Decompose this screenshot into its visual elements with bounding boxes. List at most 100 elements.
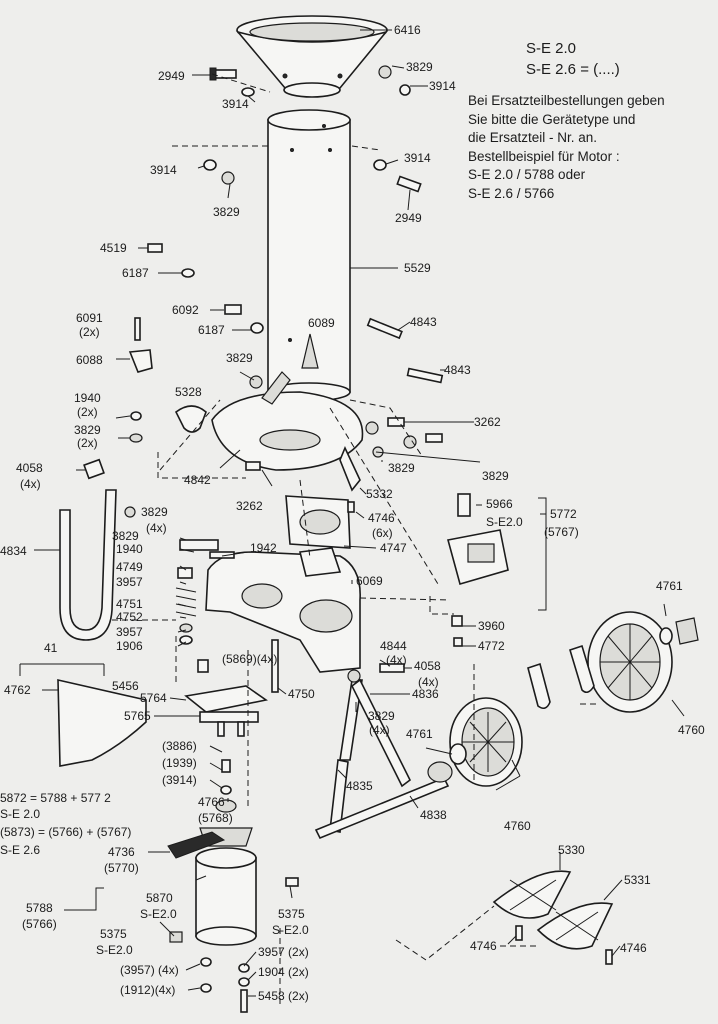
part-label-6089: 6089 [308,316,335,330]
part-label-3262b: 3262 [236,499,263,513]
part-label-1912: (1912)(4x) [120,983,175,997]
ordering-note-line: Bestellbeispiel für Motor : [468,148,620,164]
part-label-5788: 5788 [26,901,53,915]
part-label-4844: 4844 [380,639,407,653]
part-label-5768: (5768) [198,811,233,825]
part-label-3914b: 3914 [429,79,456,93]
part-label-3829f: 3829 [482,469,509,483]
part-label-4772: 4772 [478,639,505,653]
wheel-4760-front [449,697,523,787]
part-label-3914c: 3914 [150,163,177,177]
part-label-1906: 1906 [116,639,143,653]
part-label-5767: (5767) [544,525,579,539]
motor-5788 [167,759,299,1013]
part-label-5331: 5331 [624,873,651,887]
part-label-6187b: 6187 [198,323,225,337]
part-label-4750: 4750 [288,687,315,701]
part-label-4058b: 4058 [414,659,441,673]
part-label-4762: 4762 [4,683,31,697]
part-label-5328: 5328 [175,385,202,399]
part-label-1940a: 1940 [74,391,101,405]
part-label-4844q: (4x) [386,653,407,667]
part-label-1940q: (2x) [77,405,98,419]
part-label-2949a: 2949 [158,69,185,83]
part-label-4766: 4766 [198,795,225,809]
part-label-5332: 5332 [366,487,393,501]
part-label-5966s: S-E2.0 [486,515,523,529]
part-label-5966: 5966 [486,497,513,511]
part-label-6091: 6091 [76,311,103,325]
part-label-4835: 4835 [346,779,373,793]
part-label-3829iq: (4x) [369,723,390,737]
part-label-3957a: 3957 [116,575,143,589]
part-label-3829a: 3829 [406,60,433,74]
part-label-3262a: 3262 [474,415,501,429]
part-label-5766: (5766) [22,917,57,931]
part-label-3957c: 3957 (2x) [258,945,309,959]
handle-4834 [59,458,136,641]
spring-assembly-4751 [175,539,235,645]
ordering-note: Bei Ersatzteilbestellungen geben Sie bit… [468,92,708,203]
ordering-note-line: S-E 2.6 / 5766 [468,185,555,201]
part-label-3829h: 3829 [112,529,139,543]
model-line-se20: S-E 2.0 [526,40,577,57]
part-label-6092: 6092 [172,303,199,317]
part-label-3957b: 3957 [116,625,143,639]
part-label-4058a: 4058 [16,461,43,475]
ordering-note-line: Sie bitte die Gerätetype und [468,111,636,127]
part-label-5870: 5870 [146,891,173,905]
part-label-4843b: 4843 [444,363,471,377]
ordering-note-line: Bei Ersatzteilbestellungen geben [468,93,665,108]
part-label-4834: 4834 [0,544,27,558]
cover-4762 [57,678,147,767]
part-label-3829e: 3829 [388,461,415,475]
part-label-4746a: 4746 [368,511,395,525]
ordering-note-line: S-E 2.0 / 5788 oder [468,167,586,182]
part-label-5765: 5765 [124,709,151,723]
part-label-se26: S-E 2.6 [0,843,40,857]
part-label-4746b: 4746 [470,939,497,953]
part-label-3914e: (3914) [162,773,197,787]
feed-tube-5529 [267,109,351,402]
part-label-3829d: 3829 [74,423,101,437]
hopper-funnel-6416 [235,15,389,98]
part-label-3886: (3886) [162,739,197,753]
blade-5330 [492,870,572,941]
part-label-4761a: 4761 [656,579,683,593]
wheel-4760-rear [587,611,699,713]
part-label-5869: (5869)(4x) [222,652,277,666]
part-label-4760a: 4760 [678,723,705,737]
part-label-4519: 4519 [100,241,127,255]
part-label-4836: 4836 [412,687,439,701]
part-label-5375b: 5375 [100,927,127,941]
part-label-3829dq: (2x) [77,436,98,450]
part-label-5375a: 5375 [278,907,305,921]
part-label-5456: 5456 [112,679,139,693]
part-label-3957d: (3957) (4x) [120,963,179,977]
part-label-1939: (1939) [162,756,197,770]
part-label-5529: 5529 [404,261,431,275]
part-label-3914a: 3914 [222,97,249,111]
part-label-4058aq: (4x) [20,477,41,491]
part-label-5770: (5770) [104,861,139,875]
part-label-6416: 6416 [394,23,421,37]
part-label-3829i: 3829 [368,709,395,723]
part-label-3829b: 3829 [213,205,240,219]
part-label-4760b: 4760 [504,819,531,833]
part-label-1940b: 1940 [116,542,143,556]
part-label-4736: 4736 [108,845,135,859]
part-label-5330: 5330 [558,843,585,857]
stand-frame [314,663,453,840]
part-label-2949b: 2949 [395,211,422,225]
part-label-6091q: (2x) [79,325,100,339]
part-label-4058bq: (4x) [418,675,439,689]
part-label-4761b: 4761 [406,727,433,741]
part-label-4838: 4838 [420,808,447,822]
part-label-3829c: 3829 [226,351,253,365]
part-label-3829hq: (4x) [146,521,167,535]
pins-4843 [366,317,444,384]
part-label-6088: 6088 [76,353,103,367]
cutter-plate-4842 [211,371,364,492]
